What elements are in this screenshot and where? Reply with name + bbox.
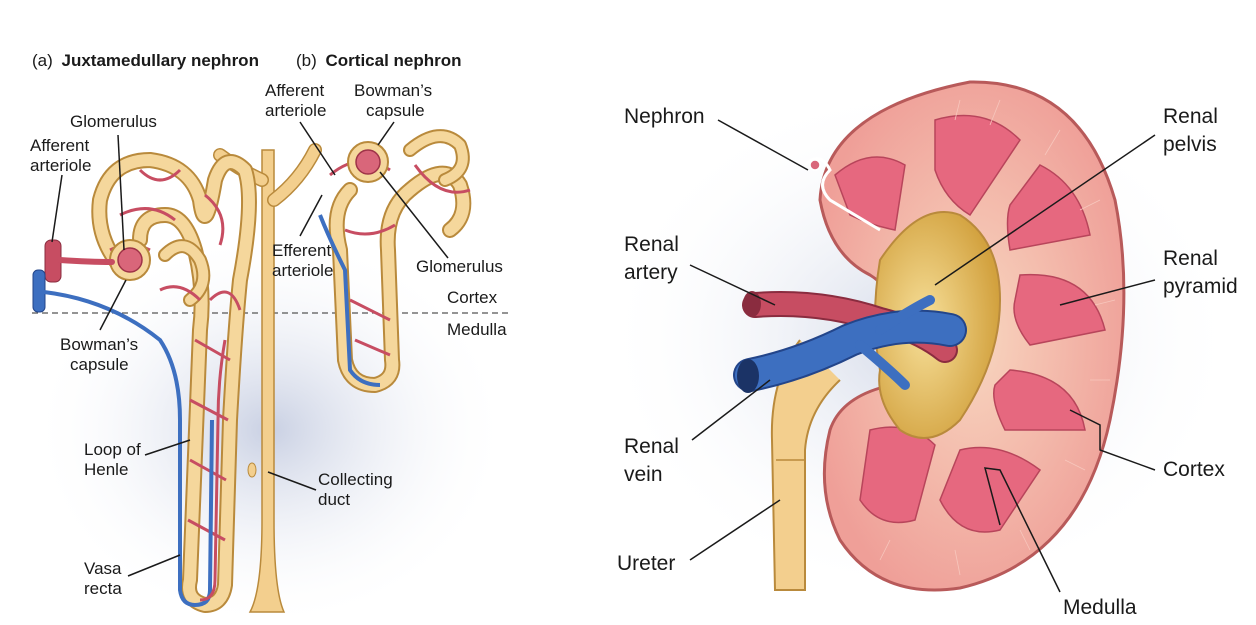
label-glomerulus-left: Glomerulus — [70, 112, 157, 131]
label-cortex-right: Cortex — [1163, 458, 1225, 481]
cortex-striations — [879, 99, 1116, 576]
label-bowmans-left: Bowman’s capsule — [60, 335, 143, 374]
label-renal-artery: Renal artery — [624, 233, 685, 284]
label-ureter: Ureter — [617, 552, 675, 575]
vasa-recta — [43, 290, 214, 608]
label-nephron: Nephron — [624, 105, 705, 128]
nephron-panel: (a) Juxtamedullary nephron (b) Cortical … — [30, 51, 512, 625]
label-loop-of-henle: Loop of Henle — [84, 440, 145, 479]
label-efferent: Efferent arteriole — [272, 241, 336, 280]
glomerulus-left — [117, 247, 143, 273]
label-collecting-duct: Collecting duct — [318, 470, 397, 509]
label-afferent-left: Afferent arteriole — [30, 136, 94, 175]
label-afferent-top: Afferent arteriole — [265, 81, 329, 120]
label-vasa-recta: Vasa recta — [84, 559, 126, 598]
label-glomerulus-right: Glomerulus — [416, 257, 503, 276]
cortical-nephron — [318, 129, 472, 393]
heading-cortical: (b) Cortical nephron — [296, 51, 462, 70]
vein-stub-left — [32, 269, 46, 313]
nephron-inset — [803, 157, 881, 232]
juxtamedullary-nephron — [32, 152, 257, 613]
label-renal-vein: Renal vein — [624, 435, 685, 486]
label-renal-pyramid: Renal pyramid — [1163, 247, 1238, 298]
cortical-vein — [318, 214, 381, 387]
label-medulla-left: Medulla — [447, 320, 507, 339]
heading-juxtamedullary: (a) Juxtamedullary nephron — [32, 51, 259, 70]
glomerulus-right — [355, 149, 381, 175]
kidney-panel: Nephron Renal pelvis Renal artery Renal … — [600, 80, 1240, 619]
label-cortex-left: Cortex — [447, 288, 498, 307]
label-medulla-right: Medulla — [1063, 596, 1137, 619]
renal-vein — [733, 295, 967, 393]
label-renal-pelvis: Renal pelvis — [1163, 105, 1224, 156]
label-bowmans-top: Bowman’s capsule — [354, 81, 437, 120]
